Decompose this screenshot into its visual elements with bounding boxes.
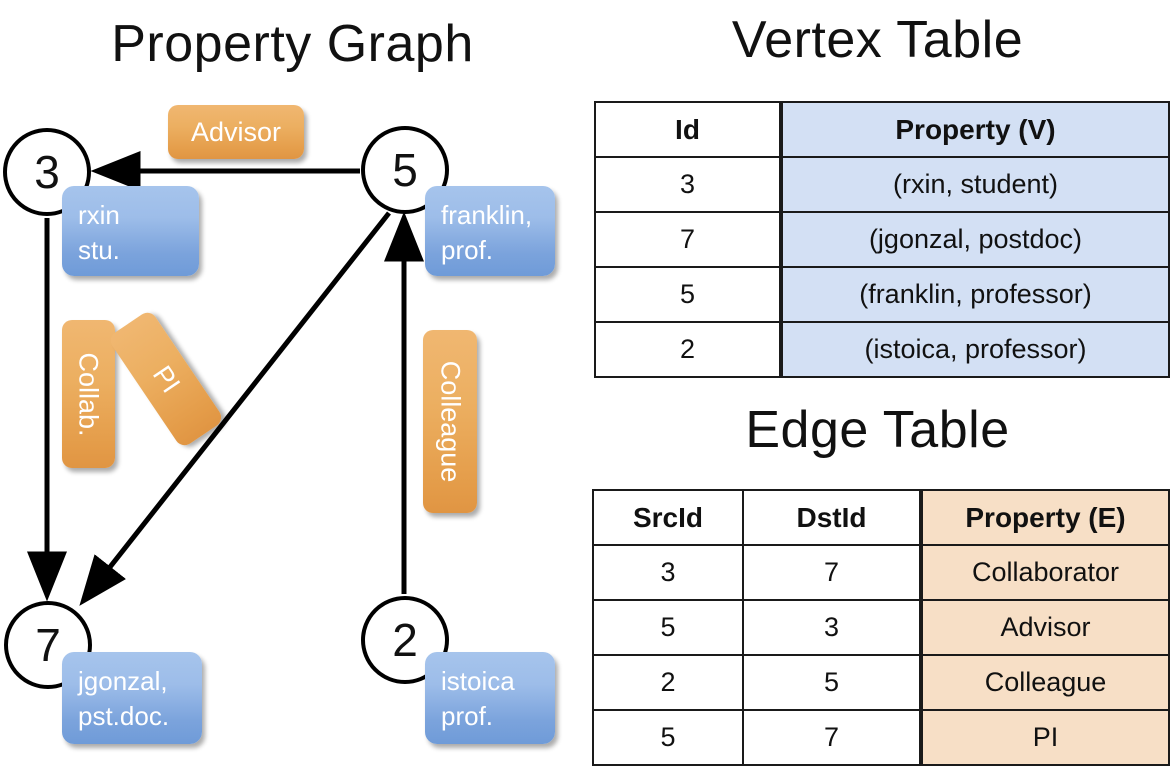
graph-node-2-label: 2 bbox=[392, 614, 418, 666]
edge-label-collab-text: Collab. bbox=[74, 351, 105, 437]
edge-cell-property: Colleague bbox=[919, 654, 1170, 711]
edge-cell-dstid: 5 bbox=[742, 654, 922, 711]
edge-label-pi-text: PI bbox=[146, 359, 186, 398]
table-row[interactable]: 5 7 PI bbox=[592, 709, 1170, 766]
vertex-cell-property: (jgonzal, postdoc) bbox=[779, 211, 1170, 268]
table-row[interactable]: 7 (jgonzal, postdoc) bbox=[594, 211, 1170, 268]
edge-cell-dstid: 7 bbox=[742, 544, 922, 601]
page-title-edge-table: Edge Table bbox=[745, 401, 1010, 459]
page-title-property-graph: Property Graph bbox=[111, 15, 474, 73]
edge-cell-srcid: 5 bbox=[592, 599, 744, 656]
edge-label-advisor-text: Advisor bbox=[190, 116, 282, 147]
edge-cell-dstid: 3 bbox=[742, 599, 922, 656]
graph-node-2[interactable]: 2 bbox=[361, 596, 449, 684]
vertex-cell-id: 7 bbox=[594, 211, 782, 268]
vertex-cell-property: (rxin, student) bbox=[779, 156, 1170, 213]
vertex-property-istoica-line2: prof. bbox=[441, 701, 494, 732]
vertex-property-franklin-line2: prof. bbox=[441, 235, 494, 266]
edge-cell-srcid: 3 bbox=[592, 544, 744, 601]
edge-table-header-srcid: SrcId bbox=[592, 489, 744, 546]
edge-table: SrcId DstId Property (E) 3 7 Collaborato… bbox=[592, 489, 1170, 766]
edge-label-box-collab[interactable]: Collab. bbox=[62, 320, 115, 468]
edge-cell-dstid: 7 bbox=[742, 709, 922, 766]
table-row[interactable]: 5 (franklin, professor) bbox=[594, 266, 1170, 323]
table-row[interactable]: 5 3 Advisor bbox=[592, 599, 1170, 656]
graph-node-5-label: 5 bbox=[392, 144, 418, 196]
graph-edges-layer bbox=[27, 151, 424, 606]
table-row[interactable]: 2 (istoica, professor) bbox=[594, 321, 1170, 378]
edge-cell-property: Advisor bbox=[919, 599, 1170, 656]
vertex-property-rxin-line1: rxin bbox=[78, 200, 120, 230]
edge-5-to-7 bbox=[79, 211, 391, 606]
edge-cell-property: Collaborator bbox=[919, 544, 1170, 601]
vertex-table-header-id: Id bbox=[594, 101, 782, 158]
graph-node-3-label: 3 bbox=[34, 146, 60, 198]
edge-label-box-advisor[interactable]: Advisor bbox=[168, 105, 304, 159]
edge-table-header-dstid: DstId bbox=[742, 489, 922, 546]
vertex-property-box-istoica[interactable]: istoica prof. bbox=[425, 652, 555, 744]
page-title-vertex-table: Vertex Table bbox=[731, 11, 1024, 69]
vertex-property-istoica-line1: istoica bbox=[441, 666, 515, 696]
edge-table-header-property: Property (E) bbox=[919, 489, 1170, 546]
vertex-cell-id: 2 bbox=[594, 321, 782, 378]
vertex-property-box-rxin[interactable]: rxin stu. bbox=[62, 186, 199, 276]
edge-cell-srcid: 5 bbox=[592, 709, 744, 766]
edge-cell-property: PI bbox=[919, 709, 1170, 766]
table-row[interactable]: 3 (rxin, student) bbox=[594, 156, 1170, 213]
property-graph-panel: Property Graph 3 5 7 2 rxin stu. frankli… bbox=[0, 0, 585, 760]
vertex-property-jgonzal-line1: jgonzal, bbox=[78, 666, 168, 696]
vertex-table-header-row: Id Property (V) bbox=[594, 101, 1170, 158]
table-row[interactable]: 2 5 Colleague bbox=[592, 654, 1170, 711]
edge-label-colleague-text: Colleague bbox=[435, 360, 466, 483]
vertex-cell-property: (franklin, professor) bbox=[779, 266, 1170, 323]
edge-cell-srcid: 2 bbox=[592, 654, 744, 711]
table-row[interactable]: 3 7 Collaborator bbox=[592, 544, 1170, 601]
vertex-property-rxin-line2: stu. bbox=[78, 235, 120, 266]
vertex-cell-property: (istoica, professor) bbox=[779, 321, 1170, 378]
vertex-property-box-jgonzal[interactable]: jgonzal, pst.doc. bbox=[62, 652, 202, 744]
vertex-cell-id: 5 bbox=[594, 266, 782, 323]
vertex-cell-id: 3 bbox=[594, 156, 782, 213]
vertex-table-header-property: Property (V) bbox=[779, 101, 1170, 158]
edge-table-header-row: SrcId DstId Property (E) bbox=[592, 489, 1170, 546]
vertex-property-box-franklin[interactable]: franklin, prof. bbox=[425, 186, 555, 276]
edge-label-box-colleague[interactable]: Colleague bbox=[423, 330, 477, 513]
graph-node-7-label: 7 bbox=[35, 619, 61, 671]
vertex-table: Id Property (V) 3 (rxin, student) 7 (jgo… bbox=[594, 101, 1170, 378]
vertex-property-franklin-line1: franklin, bbox=[441, 200, 533, 230]
vertex-property-jgonzal-line2: pst.doc. bbox=[78, 701, 170, 732]
